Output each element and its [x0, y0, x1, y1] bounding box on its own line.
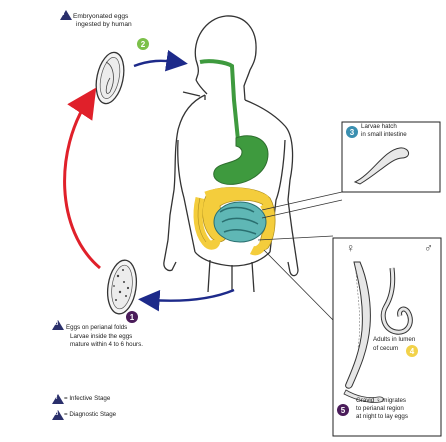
- egg-stage1-drawing: [106, 259, 138, 315]
- stage3-text-line2: in small intestine: [361, 131, 407, 138]
- legend-infective-label: = Infective Stage: [64, 395, 111, 402]
- legend-diagnostic-marker: d: [55, 411, 59, 417]
- infective-stage-icon: [60, 10, 72, 20]
- stage2-text-line1: Embryonated eggs: [73, 13, 129, 20]
- deposit-arrow: [138, 288, 235, 312]
- stage4-text-line2: of cecum: [373, 345, 399, 352]
- stage2-number-badge: 2: [137, 38, 149, 50]
- stage1-text-line1: Eggs on perianal folds: [66, 324, 128, 331]
- larva-drawing: [353, 147, 409, 185]
- male-symbol: ♂: [424, 241, 433, 255]
- stage5-text-line1: Gravid ♀ migrates: [356, 397, 407, 404]
- stage5-number-badge: 5: [337, 404, 349, 416]
- stage3-number-badge: 3: [346, 126, 358, 138]
- legend-infective-marker: i: [56, 395, 58, 401]
- stage1-number-badge: 1: [126, 311, 138, 323]
- small-intestine: [213, 201, 267, 243]
- female-symbol: ♀: [346, 241, 355, 255]
- human-body-outline: [163, 15, 299, 293]
- stage4-number-badge: 4: [406, 345, 418, 357]
- legend-diagnostic-label: = Diagnostic Stage: [64, 411, 117, 418]
- stage5-text-line2: to perianal region: [356, 405, 404, 412]
- stage4-text-line1: Adults in lumen: [373, 336, 416, 343]
- female-worm-drawing: [345, 261, 371, 389]
- stage4-5-box: [332, 237, 442, 437]
- stage1-marker-letter: d: [55, 321, 59, 327]
- diagnostic-stage-icon: [52, 320, 64, 330]
- callout-line-stage3: [261, 191, 343, 219]
- legend-diagnostic-icon: [52, 410, 64, 420]
- stage5-text-line3: at night to lay eggs: [356, 413, 408, 420]
- stomach: [213, 135, 269, 185]
- egg-stage2-drawing: [95, 51, 125, 105]
- stage3-text-line1: Larvae hatch: [361, 123, 397, 130]
- stage2-marker-letter: i: [63, 11, 65, 17]
- legend-infective-icon: [52, 394, 64, 404]
- esophagus: [199, 59, 246, 152]
- gravid-female-drawing: [343, 389, 384, 403]
- callout-line-stage4: [257, 235, 334, 321]
- stage2-text-line2: ingested by human: [76, 21, 132, 28]
- cycle-arrow: [63, 87, 101, 270]
- stage1-text-line3: mature within 4 to 6 hours.: [70, 341, 143, 348]
- ingestion-arrow: [133, 49, 188, 72]
- stage1-text-line2: Larvae inside the eggs: [70, 333, 133, 340]
